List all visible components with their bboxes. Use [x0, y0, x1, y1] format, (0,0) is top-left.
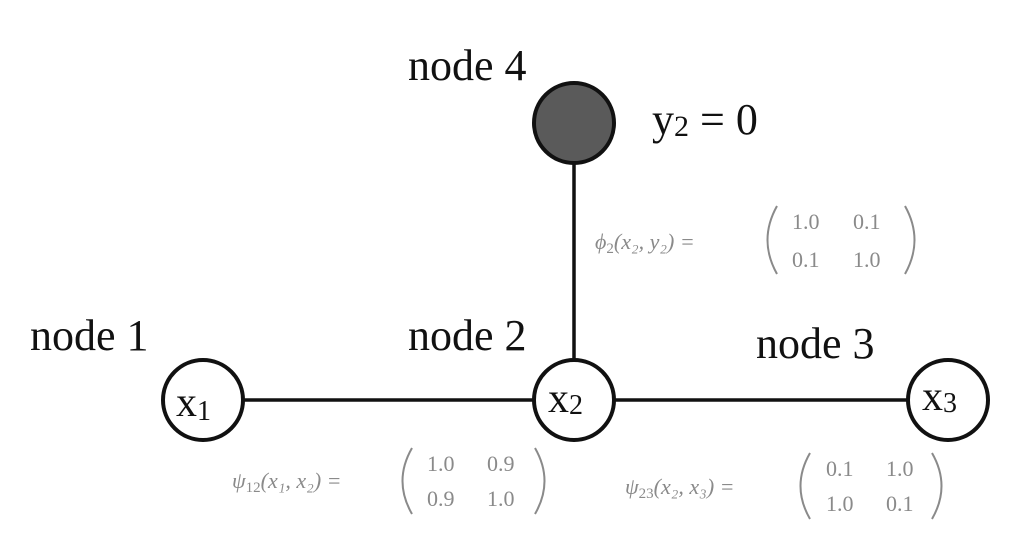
psi12-m01: 0.9 — [487, 451, 515, 476]
psi23-formula: ψ23(x₂, x₃) = — [625, 474, 735, 502]
node3-var: x3 — [922, 374, 957, 420]
phi-left-paren — [766, 205, 778, 275]
psi23-potential: ψ23(x₂, x₃) = 0.1 1.0 1.0 0.1 — [625, 452, 943, 520]
phi-m11: 1.0 — [853, 247, 881, 272]
observation-var: y — [652, 95, 674, 144]
phi-m01: 0.1 — [853, 209, 881, 234]
phi-m00: 1.0 — [792, 209, 820, 234]
psi12-m10: 0.9 — [427, 486, 455, 511]
observation-label: y2 = 0 — [652, 95, 758, 144]
psi12-m11: 1.0 — [487, 486, 515, 511]
phi-potential: ϕ2(x₂, y₂) = 1.0 0.1 0.1 1.0 — [595, 205, 916, 275]
psi23-m00: 0.1 — [826, 456, 854, 481]
psi12-potential: ψ12(x₁, x₂) = 1.0 0.9 0.9 1.0 — [232, 447, 546, 515]
psi23-left-paren — [799, 452, 811, 520]
observation-sub: 2 — [674, 110, 689, 143]
node1-circle — [161, 358, 245, 442]
node4-label: node 4 — [408, 41, 527, 90]
phi-m10: 0.1 — [792, 247, 820, 272]
phi-formula: ϕ2(x₂, y₂) = — [595, 229, 695, 257]
psi23-m01: 1.0 — [886, 456, 914, 481]
observation-value: = 0 — [689, 95, 758, 144]
psi12-formula: ψ12(x₁, x₂) = — [232, 468, 342, 496]
node3-label: node 3 — [756, 319, 875, 368]
phi-right-paren — [904, 205, 916, 275]
node2-label: node 2 — [408, 311, 527, 360]
node4-circle — [532, 81, 616, 165]
psi12-m00: 1.0 — [427, 451, 455, 476]
psi12-right-paren — [534, 447, 546, 515]
psi23-m10: 1.0 — [826, 491, 854, 516]
node2-circle — [532, 358, 616, 442]
psi23-m11: 0.1 — [886, 491, 914, 516]
node3-circle — [906, 358, 990, 442]
node2-var: x2 — [548, 376, 583, 422]
psi23-right-paren — [931, 452, 943, 520]
node1-var: x1 — [176, 380, 211, 427]
node1-label: node 1 — [30, 311, 149, 360]
psi12-left-paren — [401, 447, 413, 515]
